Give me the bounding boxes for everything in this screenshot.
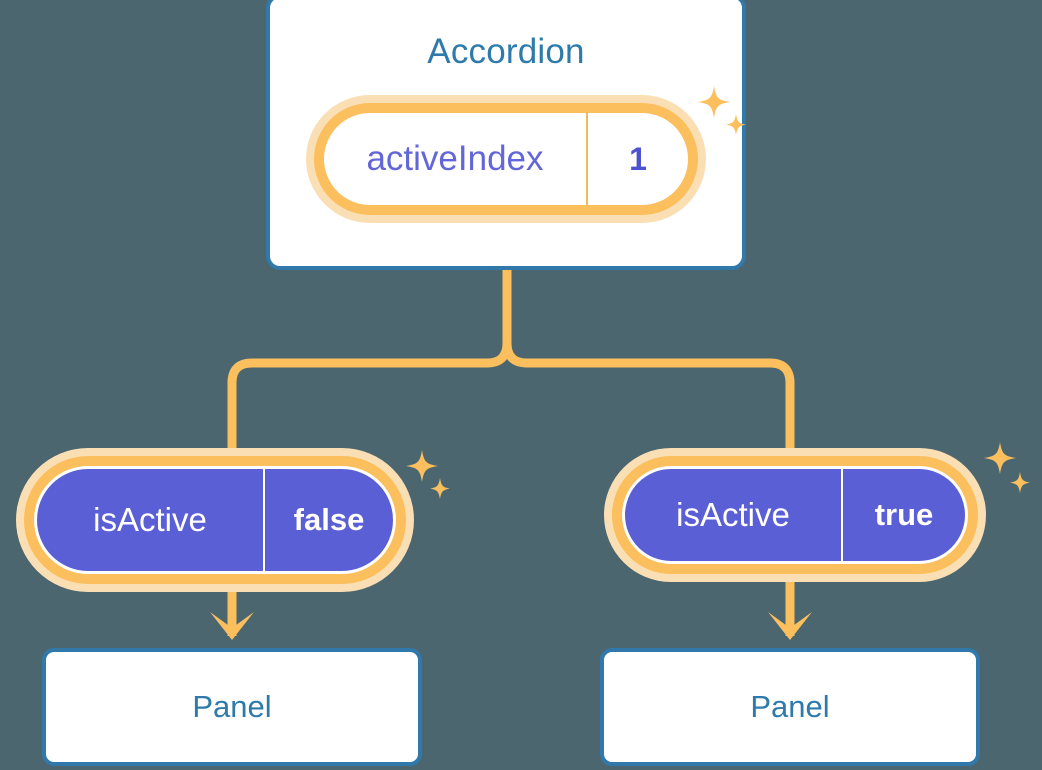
sparkle-four-point-small (1010, 472, 1030, 493)
arrow-down-icon-right (768, 582, 812, 640)
panel-box-left[interactable]: Panel (42, 648, 422, 766)
state-key-label: isActive (37, 469, 265, 571)
pill-body: activeIndex 1 (324, 113, 688, 205)
state-pill-active-index[interactable]: activeIndex 1 (306, 95, 706, 223)
state-key-label: activeIndex (324, 113, 588, 205)
pill-body: isActive false (34, 466, 396, 574)
state-value-label: 1 (629, 140, 647, 177)
panel-label: Panel (750, 689, 830, 724)
sparkle-four-point-large (984, 442, 1016, 474)
sparkle-group-right-pill (984, 442, 1030, 493)
panel-box-right[interactable]: Panel (600, 648, 980, 766)
panel-label: Panel (192, 689, 272, 724)
pill-body: isActive true (622, 466, 968, 564)
connector-branch-right (502, 342, 795, 448)
state-value-label: false (293, 502, 365, 537)
state-key-label: isActive (625, 469, 843, 561)
state-value-label: true (874, 497, 934, 532)
sparkle-four-point-small (430, 478, 450, 499)
arrow-down-icon-left (210, 592, 254, 640)
state-pill-is-active-right[interactable]: isActive true (604, 448, 986, 582)
connector-branch-left (227, 342, 512, 448)
state-pill-is-active-left[interactable]: isActive false (16, 448, 414, 592)
accordion-title: Accordion (427, 32, 585, 71)
